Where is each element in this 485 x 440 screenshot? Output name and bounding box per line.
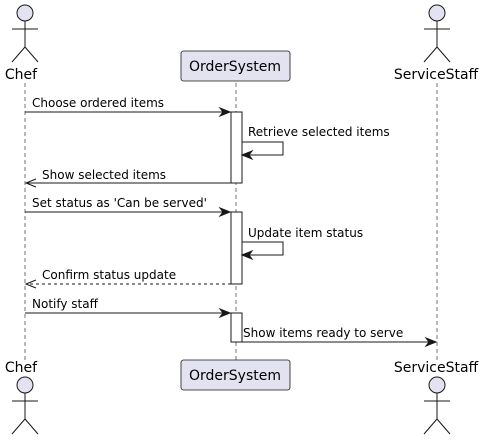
chef-label-bottom: Chef (5, 360, 38, 376)
service-staff-label-top: ServiceStaff (394, 67, 479, 83)
chef-actor-top (11, 4, 39, 63)
activation-bar (230, 312, 243, 343)
order-system-label-top: OrderSystem (189, 59, 281, 75)
service-staff-actor-bottom (423, 376, 451, 435)
message-label: Set status as 'Can be served' (32, 196, 207, 210)
message-arrow (25, 307, 232, 319)
self-message-arrow (240, 141, 284, 161)
message-arrow (24, 178, 231, 188)
service-staff-actor-top (423, 4, 451, 63)
chef-label-top: Chef (5, 67, 38, 83)
message-label: Show items ready to serve (243, 326, 403, 340)
activation-bar (230, 111, 243, 184)
message-label: Show selected items (42, 168, 166, 182)
activation-bar (230, 211, 243, 285)
message-label: Choose ordered items (32, 96, 164, 110)
order-system-box-bottom (180, 359, 291, 391)
dashed-return-arrow (24, 279, 231, 289)
message-label: Retrieve selected items (248, 125, 390, 139)
message-label: Notify staff (32, 297, 99, 311)
order-system-label-bottom: OrderSystem (189, 368, 281, 384)
message-arrow (242, 336, 438, 348)
self-message-arrow (240, 241, 284, 261)
message-label: Update item status (248, 226, 363, 240)
service-staff-label-bottom: ServiceStaff (394, 360, 479, 376)
message-arrow (25, 106, 232, 118)
message-label: Confirm status update (42, 268, 176, 282)
chef-actor-bottom (11, 376, 39, 435)
message-arrow (25, 206, 232, 218)
order-system-box-top (180, 50, 291, 82)
